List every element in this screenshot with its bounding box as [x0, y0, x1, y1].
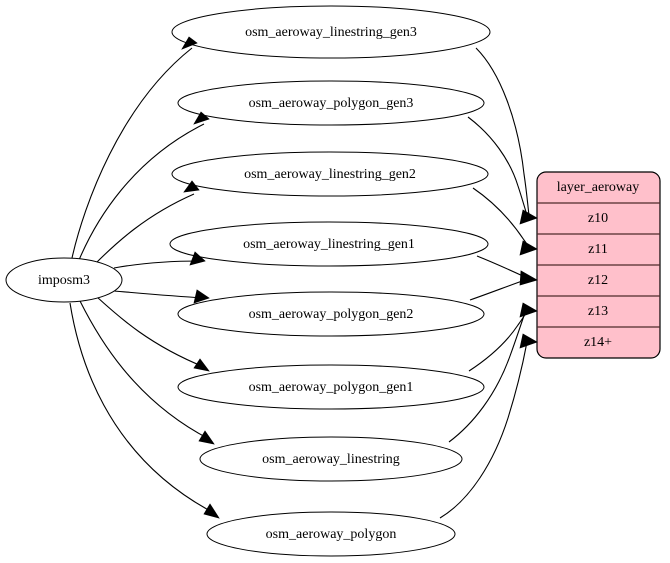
node-osm-aeroway-polygon[interactable]: osm_aeroway_polygon — [206, 511, 456, 557]
node-osm-aeroway-polygon-gen3-shape[interactable] — [177, 80, 485, 126]
node-osm-aeroway-polygon-label: osm_aeroway_polygon — [266, 527, 397, 542]
arrowhead-to-z10 — [519, 209, 538, 225]
edge-imposm3-to-polygon — [69, 302, 215, 514]
arrowheads-to-layer-group — [519, 209, 538, 349]
arrowhead-to-polygon — [203, 503, 220, 519]
node-osm-aeroway-linestring-gen3-shape[interactable] — [171, 5, 491, 59]
arrowhead-to-z12 — [519, 270, 538, 286]
layer-aeroway-header-label: layer_aeroway — [557, 180, 639, 195]
edge-imposm3-to-linestring-gen2 — [94, 193, 195, 265]
node-osm-aeroway-linestring-shape[interactable] — [199, 436, 463, 482]
node-osm-aeroway-linestring-gen1-label: osm_aeroway_linestring_gen1 — [243, 237, 415, 252]
node-osm-aeroway-polygon-shape[interactable] — [206, 511, 456, 557]
arrowhead-to-polygon-gen2 — [193, 289, 210, 304]
arrowhead-to-polygon-gen1 — [193, 358, 210, 372]
node-imposm3-label: imposm3 — [38, 273, 90, 288]
node-osm-aeroway-polygon-gen3[interactable]: osm_aeroway_polygon_gen3 — [177, 80, 485, 126]
node-osm-aeroway-polygon-gen2[interactable]: osm_aeroway_polygon_gen2 — [177, 291, 485, 337]
layer-aeroway-row-z12[interactable]: z12 — [588, 273, 608, 288]
node-osm-aeroway-linestring-gen2[interactable]: osm_aeroway_linestring_gen2 — [171, 151, 489, 197]
layer-aeroway-row-z13[interactable]: z13 — [588, 304, 608, 319]
node-osm-aeroway-polygon-gen1-label: osm_aeroway_polygon_gen1 — [249, 380, 414, 395]
edge-imposm3-to-linestring-gen3 — [71, 47, 193, 259]
node-osm-aeroway-linestring-label: osm_aeroway_linestring — [262, 452, 400, 467]
edges-to-layer-group — [439, 47, 530, 519]
arrowhead-to-linestring-gen3 — [181, 36, 198, 50]
node-osm-aeroway-linestring-gen2-shape[interactable] — [171, 151, 489, 197]
node-imposm3[interactable]: imposm3 — [5, 257, 123, 303]
layer-aeroway-table[interactable]: layer_aeroway z10 z11 z12 z13 z14+ — [536, 171, 661, 359]
node-osm-aeroway-linestring-gen2-label: osm_aeroway_linestring_gen2 — [244, 167, 416, 182]
node-osm-aeroway-linestring-gen3-label: osm_aeroway_linestring_gen3 — [245, 25, 417, 40]
node-osm-aeroway-polygon-gen2-shape[interactable] — [177, 291, 485, 337]
edge-polygon-gen3-to-z10 — [467, 116, 528, 216]
edge-linestring-gen1-to-z12 — [476, 255, 526, 278]
arrowhead-to-linestring-gen1 — [189, 251, 206, 266]
arrowhead-to-z14 — [519, 333, 538, 349]
layer-aeroway-row-z11[interactable]: z11 — [588, 242, 608, 257]
edge-linestring-to-z13 — [448, 309, 527, 443]
node-osm-aeroway-linestring-gen1-shape[interactable] — [169, 221, 489, 267]
node-imposm3-shape[interactable] — [5, 257, 123, 303]
node-osm-aeroway-linestring[interactable]: osm_aeroway_linestring — [199, 436, 463, 482]
arrowhead-to-z13 — [519, 302, 538, 318]
edge-imposm3-to-linestring — [79, 300, 210, 440]
arrowhead-to-z11 — [519, 240, 538, 256]
layer-aeroway-row-z14[interactable]: z14+ — [584, 335, 612, 350]
node-osm-aeroway-polygon-gen3-label: osm_aeroway_polygon_gen3 — [249, 96, 414, 111]
edge-imposm3-to-polygon-gen2 — [113, 290, 205, 299]
node-osm-aeroway-polygon-gen1-shape[interactable] — [177, 364, 485, 410]
edge-imposm3-to-polygon-gen3 — [78, 123, 205, 261]
arrowhead-to-polygon-gen3 — [193, 111, 210, 125]
layer-aeroway-row-z10[interactable]: z10 — [588, 211, 608, 226]
edge-polygon-gen2-to-z12 — [469, 279, 526, 301]
edge-polygon-to-z14 — [439, 341, 528, 519]
arrowhead-to-linestring-gen2 — [183, 180, 200, 193]
arrowhead-to-linestring — [198, 430, 215, 445]
node-osm-aeroway-polygon-gen1[interactable]: osm_aeroway_polygon_gen1 — [177, 364, 485, 410]
edge-imposm3-to-linestring-gen1 — [113, 260, 201, 269]
edge-imposm3-to-polygon-gen1 — [96, 296, 205, 368]
arrowheads-from-source-group — [181, 36, 220, 519]
node-osm-aeroway-polygon-gen2-label: osm_aeroway_polygon_gen2 — [249, 307, 414, 322]
edge-linestring-gen3-to-z10 — [475, 47, 530, 216]
edges-from-source-group — [69, 47, 215, 514]
node-osm-aeroway-linestring-gen3[interactable]: osm_aeroway_linestring_gen3 — [171, 5, 491, 59]
node-osm-aeroway-linestring-gen1[interactable]: osm_aeroway_linestring_gen1 — [169, 221, 489, 267]
